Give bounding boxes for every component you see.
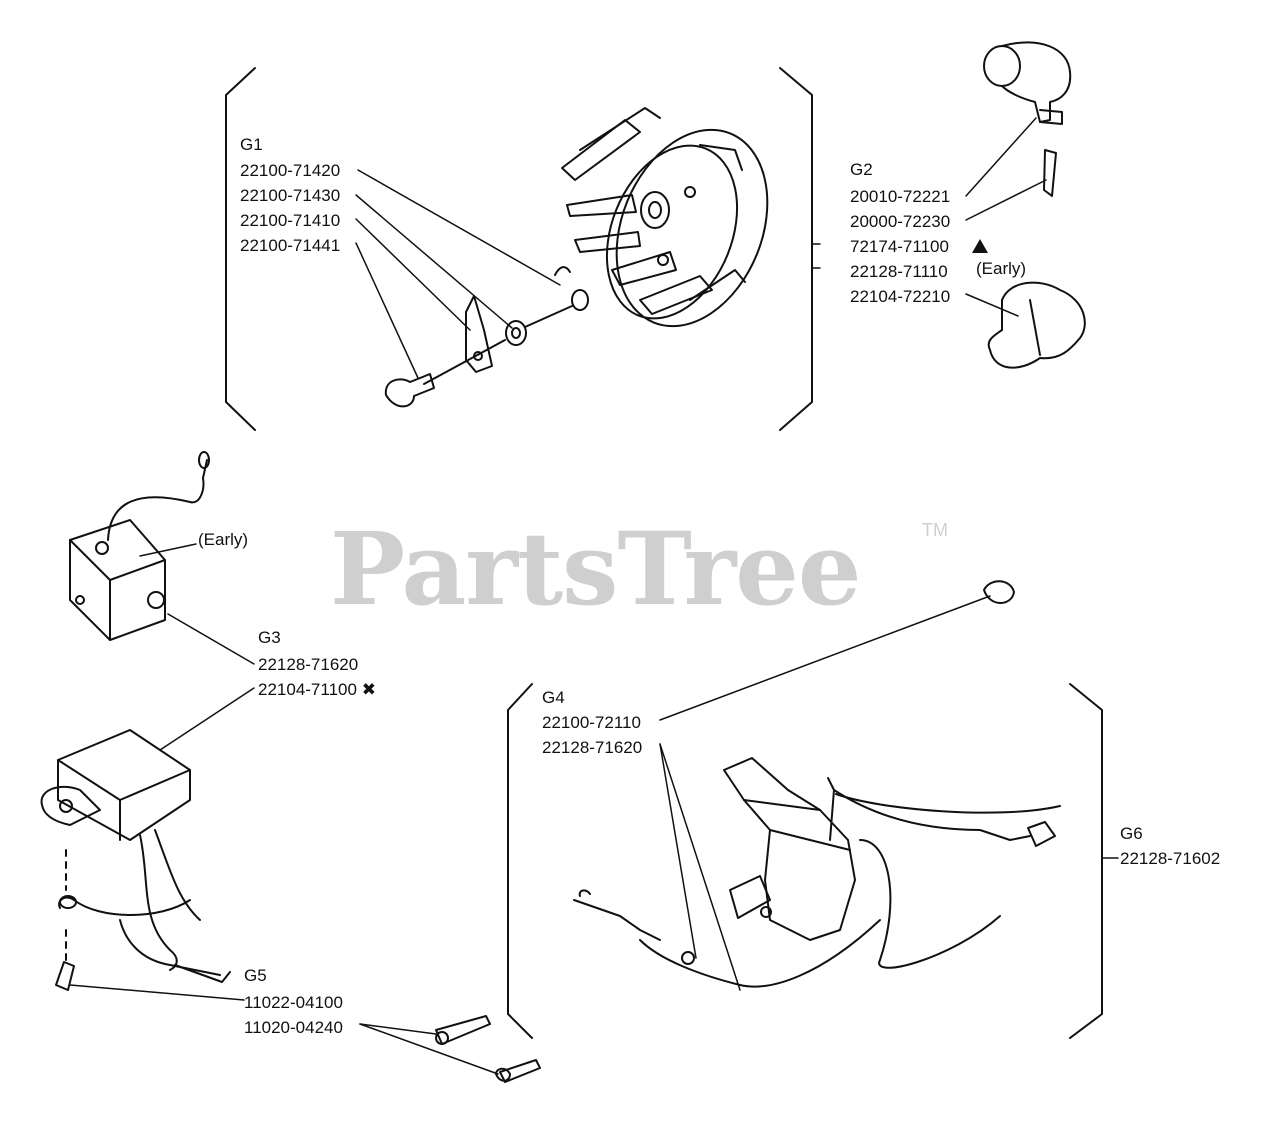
parts-tree-watermark: PartsTree: [330, 510, 862, 628]
ignition-module-drawing: [40, 729, 231, 991]
part-number[interactable]: 11022-04100: [244, 993, 343, 1012]
screws-drawing: [435, 1015, 541, 1083]
flywheel-drawing: [561, 107, 769, 328]
part-list-g6: 22128-71602: [1120, 846, 1220, 871]
cross-symbol: ✖: [361, 680, 376, 699]
bracket-right-g1: [779, 67, 813, 431]
spark-plug-cap-drawing: [983, 41, 1086, 369]
early-note-g3: (Early): [198, 530, 249, 549]
part-number[interactable]: 22100-71420: [240, 161, 341, 180]
part-number[interactable]: 22128-71110: [850, 262, 948, 281]
part-number[interactable]: 22100-71441: [240, 236, 341, 255]
part-number[interactable]: 22104-72210: [850, 287, 951, 306]
part-number[interactable]: 11020-04240: [244, 1018, 343, 1037]
bracket-left-g1: [225, 67, 256, 431]
part-list-g3: 22128-71620 22104-71100 ✖: [258, 652, 376, 702]
part-number[interactable]: 22100-71410: [240, 211, 341, 230]
part-number[interactable]: 22100-72110: [542, 713, 641, 732]
triangle-symbol: [972, 239, 988, 253]
bracket-right-g6: [1069, 683, 1103, 1039]
flywheel-hardware: [384, 266, 589, 408]
coil-assembly-drawing: [573, 580, 1061, 988]
part-number[interactable]: 22100-71430: [240, 186, 341, 205]
part-number[interactable]: 22128-71620: [542, 738, 643, 757]
leader-lines-g1: [355, 169, 561, 379]
part-number[interactable]: 22104-71100 ✖: [258, 680, 376, 699]
early-note-g2: (Early): [976, 259, 1027, 278]
leader-lines-g3-g5: [69, 543, 499, 1075]
part-list-g1: 22100-71420 22100-71430 22100-71410 2210…: [240, 158, 340, 258]
leader-lines-g2: [811, 117, 1047, 317]
group-id-g6: G6: [1120, 824, 1143, 843]
part-number[interactable]: 72174-71100: [850, 237, 949, 256]
group-id-g1: G1: [240, 135, 263, 154]
part-number[interactable]: 20010-72221: [850, 187, 951, 206]
group-id-g3: G3: [258, 628, 281, 647]
part-number[interactable]: 20000-72230: [850, 212, 951, 231]
part-list-g5: 11022-04100 11020-04240: [244, 990, 343, 1040]
part-number[interactable]: 22128-71602: [1120, 849, 1221, 868]
group-id-g4: G4: [542, 688, 565, 707]
trademark-mark: TM: [922, 520, 948, 540]
part-number[interactable]: 22128-71620: [258, 655, 359, 674]
group-id-g2: G2: [850, 160, 873, 179]
early-ignition-unit-drawing: [69, 451, 210, 641]
leader-lines-g4-g6: [659, 595, 1119, 991]
part-list-g2: 20010-72221 20000-72230 72174-71100 2212…: [850, 184, 950, 309]
part-list-g4: 22100-72110 22128-71620: [542, 710, 642, 760]
bracket-left-g4: [507, 683, 533, 1039]
group-id-g5: G5: [244, 966, 267, 985]
